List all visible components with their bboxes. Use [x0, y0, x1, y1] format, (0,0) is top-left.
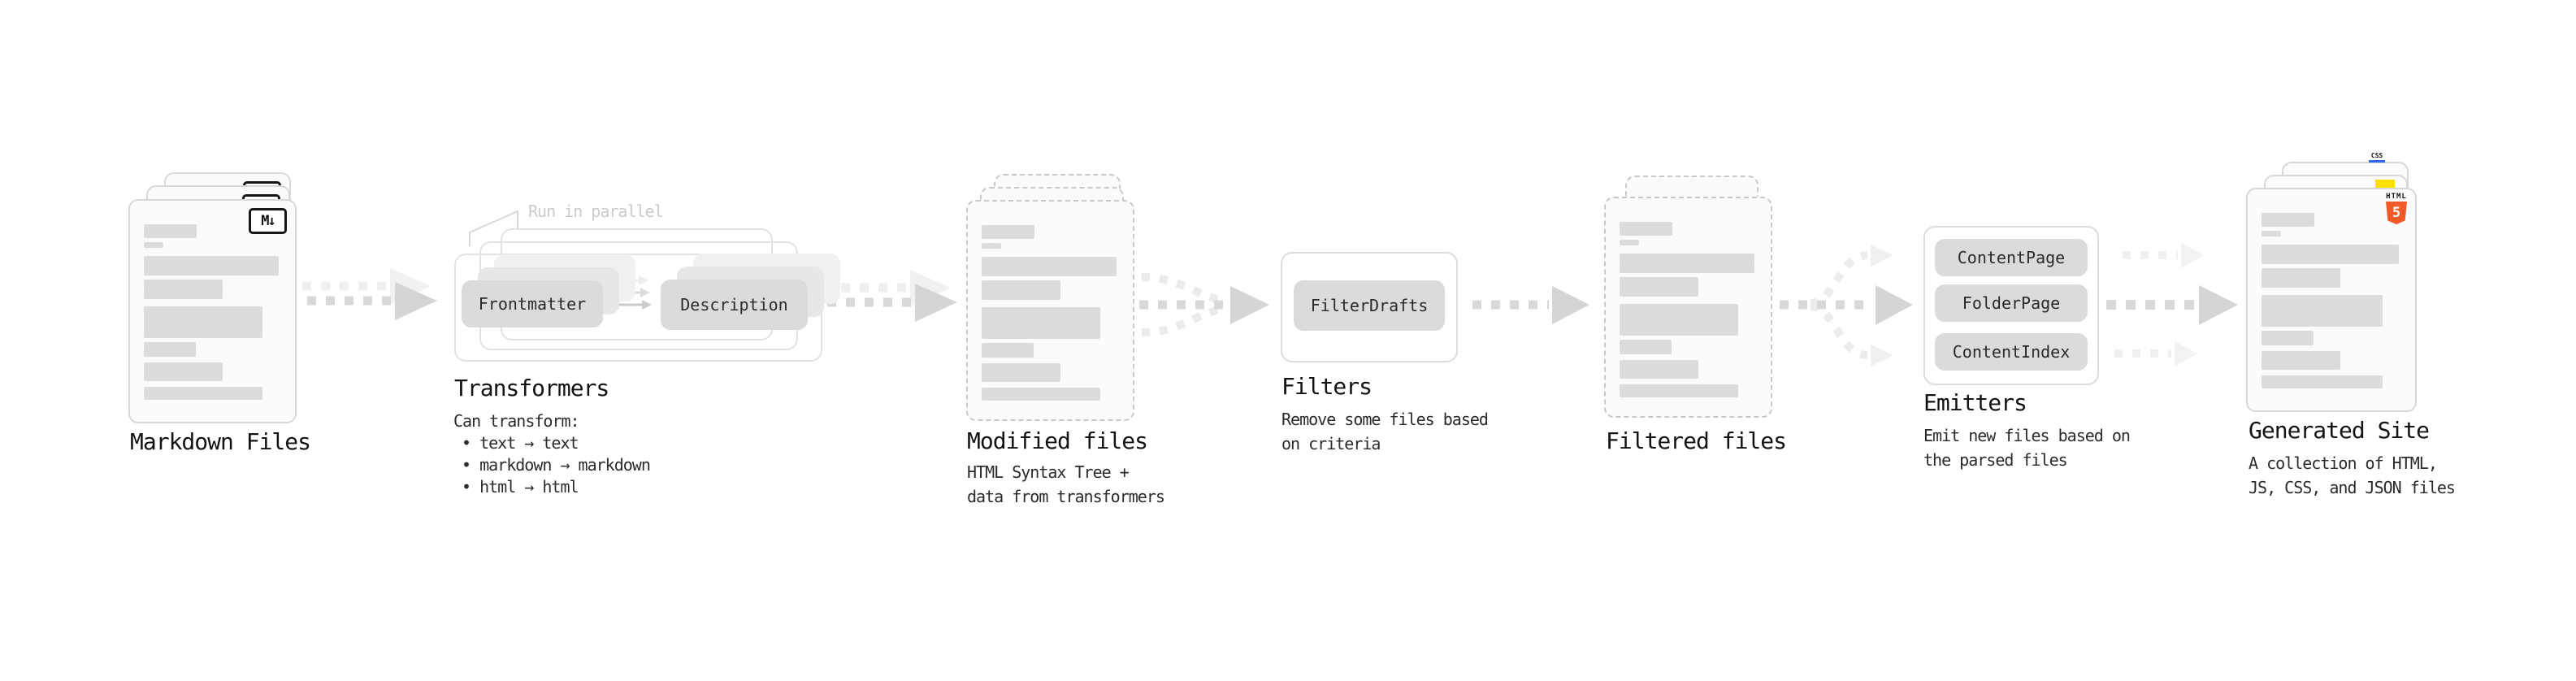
bullet-item: • markdown → markdown — [462, 455, 651, 475]
run-in-parallel-note: Run in parallel — [528, 202, 664, 221]
placeholder-line — [144, 362, 223, 381]
emitter-chip-folderpage: FolderPage — [1935, 284, 2088, 322]
html5-icon: HTML 5 — [2384, 193, 2409, 224]
placeholder-line — [2262, 375, 2383, 388]
placeholder-line — [1620, 254, 1754, 273]
javascript-icon — [2375, 180, 2395, 190]
css-badge-underline — [2369, 160, 2385, 163]
placeholder-line — [2262, 213, 2314, 227]
placeholder-line — [982, 257, 1117, 276]
arrow-markdown-to-transformers — [302, 268, 437, 320]
placeholder-line — [144, 387, 263, 400]
css-badge-text: CSS — [2370, 152, 2383, 159]
placeholder-line — [2262, 231, 2281, 236]
placeholder-line — [1620, 222, 1672, 236]
transformers-label: Transformers — [454, 375, 609, 401]
chip-label: ContentPage — [1957, 248, 2066, 267]
markdown-file-card-front: M↓ — [128, 199, 297, 423]
placeholder-line — [1620, 340, 1672, 354]
html5-shield: 5 — [2386, 202, 2407, 224]
placeholder-line — [982, 307, 1101, 339]
emitters-box: ContentPage FolderPage ContentIndex — [1923, 226, 2099, 385]
placeholder-line — [982, 280, 1060, 300]
chip-label: FilterDrafts — [1310, 296, 1429, 315]
filter-chip-filterdrafts: FilterDrafts — [1294, 280, 1445, 331]
placeholder-lines — [144, 224, 279, 400]
emitters-label: Emitters — [1923, 389, 2027, 416]
placeholder-line — [2262, 245, 2399, 264]
transformer-chip-frontmatter: Frontmatter — [462, 280, 603, 327]
placeholder-line — [2262, 268, 2340, 288]
filters-box: FilterDrafts — [1281, 252, 1458, 362]
chip-label: ContentIndex — [1952, 342, 2071, 362]
transformer-chip-description: Description — [661, 280, 808, 330]
arrow-transformers-to-modified — [822, 270, 957, 322]
placeholder-line — [144, 256, 279, 275]
placeholder-line — [982, 343, 1034, 358]
arrow-emitters-to-generated-triple — [2106, 243, 2238, 367]
filters-label: Filters — [1281, 373, 1373, 400]
placeholder-lines — [1620, 222, 1754, 397]
emitter-chip-contentindex: ContentIndex — [1935, 333, 2088, 371]
arrow-filters-to-filtered — [1472, 286, 1589, 324]
chip-label: Frontmatter — [478, 294, 587, 314]
placeholder-line — [1620, 360, 1698, 379]
modified-file-card-front — [966, 200, 1134, 421]
markdown-badge-text: M↓ — [261, 213, 276, 229]
placeholder-line — [1620, 384, 1739, 397]
can-transform-title: Can transform: — [453, 411, 580, 431]
placeholder-line — [144, 280, 223, 299]
placeholder-line — [1620, 277, 1698, 297]
generated-site-label: Generated Site — [2249, 417, 2430, 444]
placeholder-line — [1620, 240, 1639, 245]
markdown-files-label: Markdown Files — [130, 428, 311, 455]
placeholder-line — [982, 225, 1034, 239]
html5-badge-number: 5 — [2392, 205, 2401, 221]
bullet-item: • html → html — [462, 477, 579, 497]
placeholder-lines — [982, 225, 1117, 401]
generated-site-description: A collection of HTML, JS, CSS, and JSON … — [2249, 453, 2456, 497]
transformers-description: Can transform: • text → text • markdown … — [453, 410, 651, 498]
modified-files-label: Modified files — [967, 427, 1148, 454]
placeholder-line — [2262, 351, 2340, 370]
css-icon: CSS — [2368, 152, 2386, 163]
markdown-icon: M↓ — [249, 208, 287, 234]
placeholder-line — [982, 363, 1060, 382]
chip-label: FolderPage — [1962, 293, 2061, 313]
placeholder-line — [982, 243, 1001, 249]
arrow-modified-to-filters-merge — [1139, 273, 1269, 336]
arrow-filtered-to-emitters-split — [1780, 245, 1913, 367]
placeholder-lines — [2262, 213, 2399, 388]
html5-badge-title: HTML — [2386, 193, 2407, 201]
placeholder-line — [2262, 331, 2314, 345]
filtered-files-label: Filtered files — [1606, 427, 1787, 454]
placeholder-line — [144, 306, 263, 338]
filtered-file-card-front — [1604, 197, 1772, 418]
emitter-chip-contentpage: ContentPage — [1935, 239, 2088, 276]
filters-description: Remove some files based on criteria — [1281, 410, 1489, 453]
generated-file-card-front: HTML 5 — [2246, 188, 2417, 412]
placeholder-line — [144, 342, 196, 357]
chip-label: Description — [680, 295, 788, 314]
bullet-item: • text → text — [462, 433, 579, 453]
placeholder-line — [1620, 304, 1739, 336]
placeholder-line — [982, 388, 1101, 401]
placeholder-line — [144, 224, 197, 238]
emitters-description: Emit new files based on the parsed files — [1923, 426, 2131, 470]
modified-files-description: HTML Syntax Tree + data from transformer… — [967, 462, 1165, 506]
placeholder-line — [2262, 295, 2383, 327]
placeholder-line — [144, 242, 163, 248]
